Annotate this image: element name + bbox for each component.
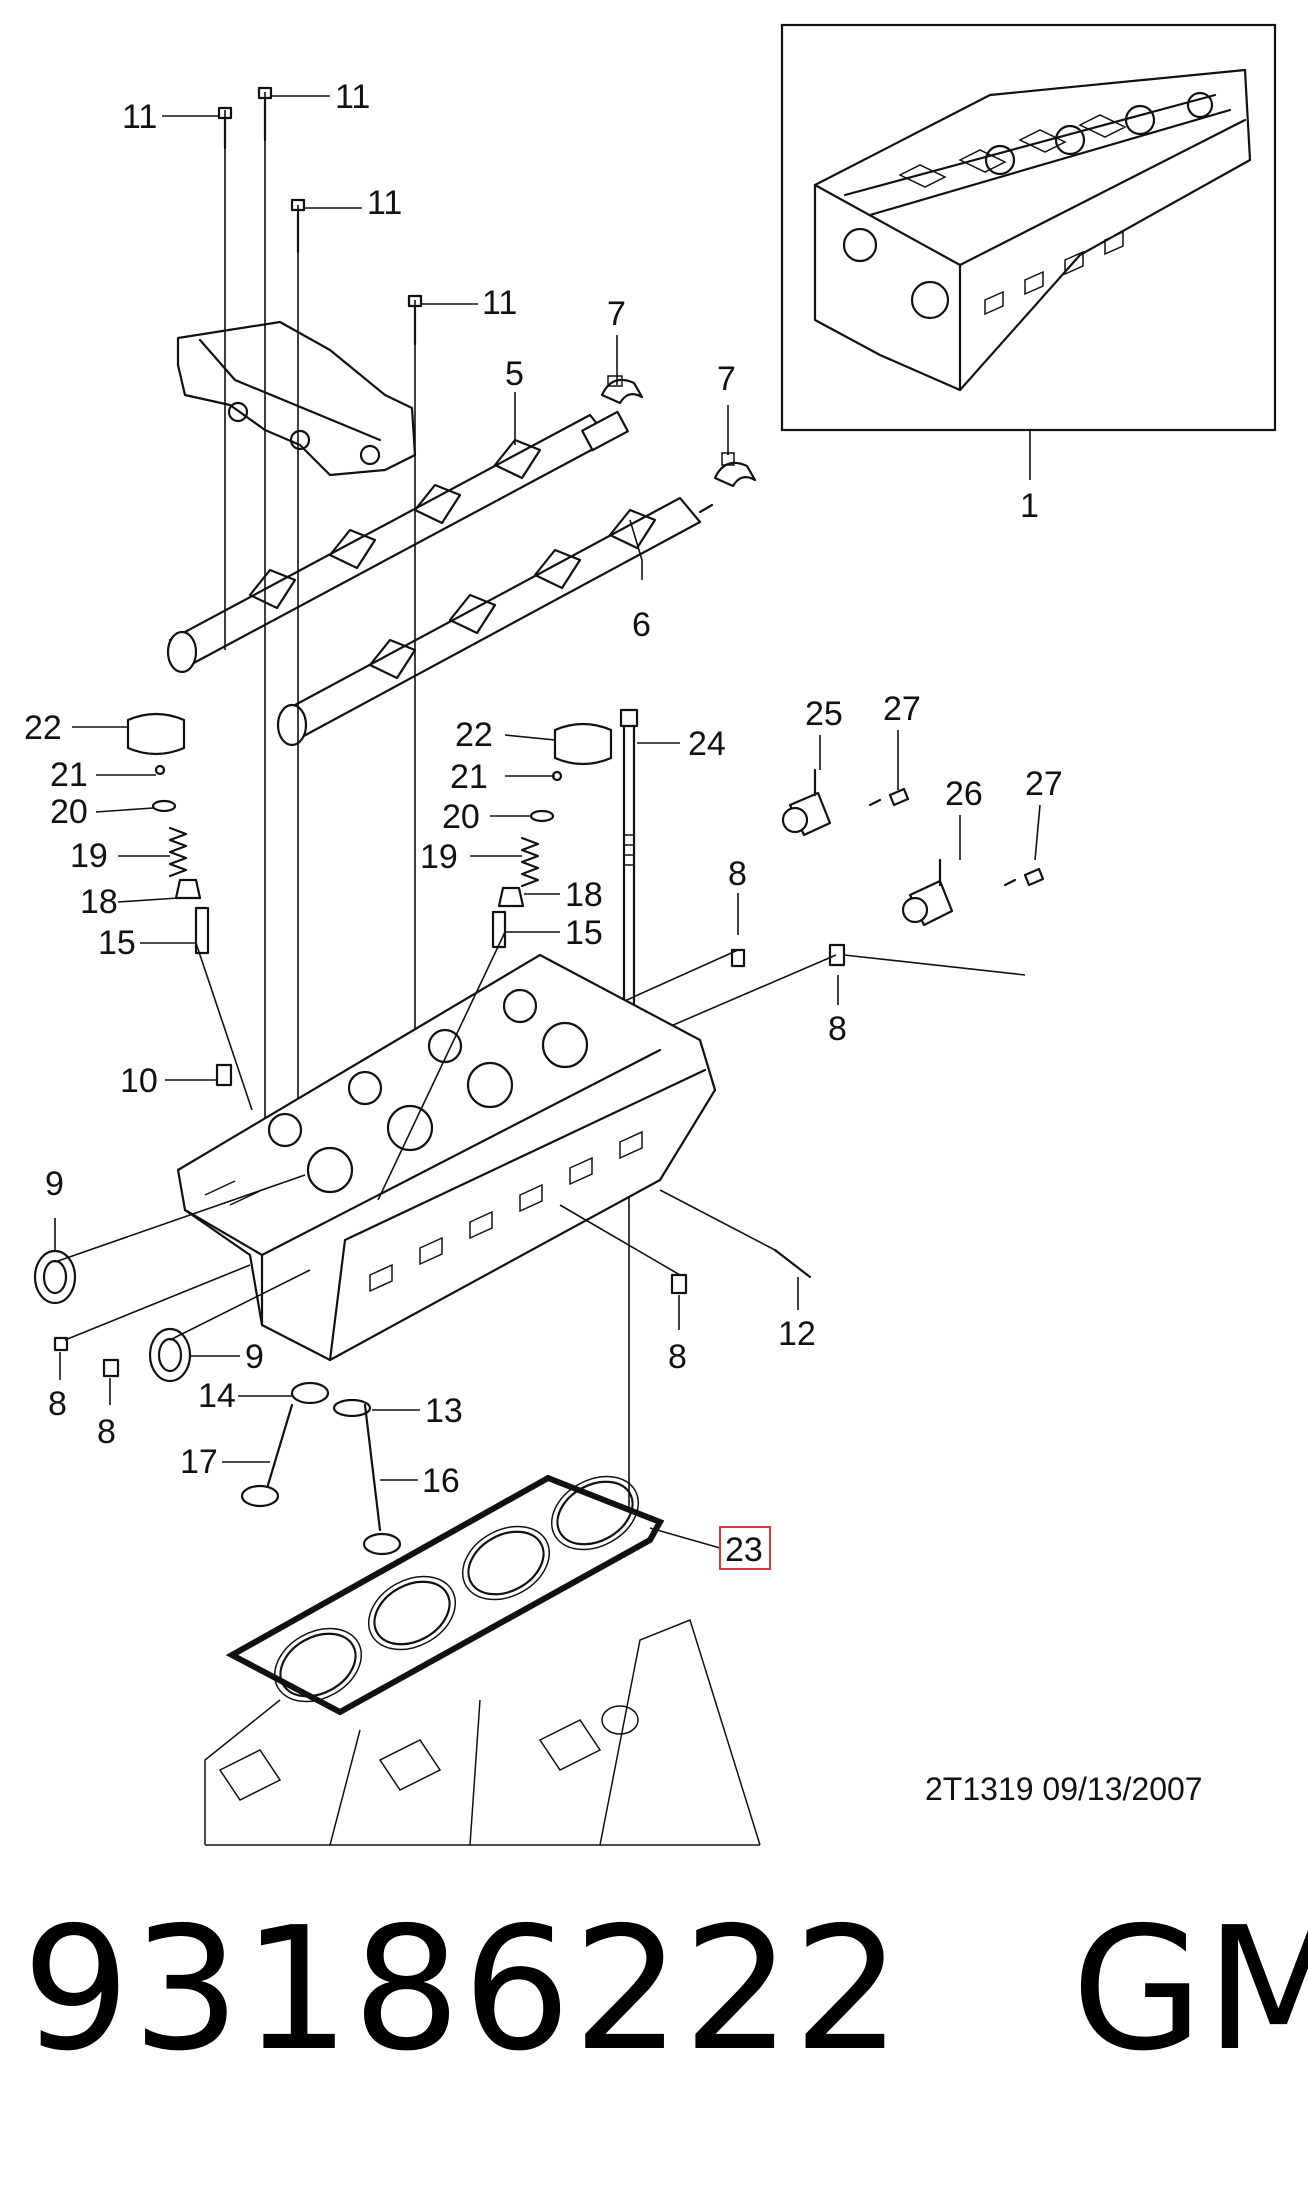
seal-18-center <box>497 886 525 908</box>
bolt-group-11 <box>217 86 423 1205</box>
callout-7a: 7 <box>607 295 626 333</box>
assembly-inset <box>780 23 1277 480</box>
callout-11a: 11 <box>122 98 157 136</box>
dowels-8-left <box>53 1204 688 1378</box>
callout-20-left: 20 <box>50 793 88 831</box>
callout-8e: 8 <box>97 1413 116 1451</box>
part-number-title: 93186222 GM <box>22 1891 1308 2089</box>
exploded-parts-diagram: 11 11 11 11 7 7 5 6 1 22 21 20 19 18 15 … <box>24 23 1277 1846</box>
callout-13: 13 <box>425 1392 463 1430</box>
callout-14: 14 <box>198 1377 236 1415</box>
callout-17: 17 <box>180 1443 218 1481</box>
callout-26: 26 <box>945 775 983 813</box>
guide-15-center <box>491 910 507 949</box>
valve-train-center <box>491 722 613 949</box>
valve-train-left <box>126 712 233 1087</box>
seal-18-left <box>174 878 202 900</box>
valve-seal-14 <box>290 1381 330 1405</box>
retainer-20-left <box>151 799 177 813</box>
head-gasket <box>225 1474 665 1716</box>
callout-6: 6 <box>632 606 651 644</box>
callout-24: 24 <box>688 725 726 763</box>
valve-16 <box>362 1403 402 1556</box>
callout-23: 23 <box>725 1531 763 1569</box>
guide-15-left <box>194 906 210 955</box>
callout-21-center: 21 <box>450 758 488 796</box>
callout-10: 10 <box>120 1062 158 1100</box>
callout-19-left: 19 <box>70 837 108 875</box>
callout-8d: 8 <box>48 1385 67 1423</box>
callout-21-left: 21 <box>50 756 88 794</box>
camshaft-bearing-cap <box>176 320 417 477</box>
intake-camshaft <box>166 410 629 674</box>
valve-17 <box>240 1403 294 1508</box>
tappet-22-center <box>553 722 613 766</box>
spring-19-left <box>168 826 188 878</box>
camshaft-position-sensor-25 <box>781 768 832 837</box>
assembled-head-sketch <box>813 68 1252 392</box>
callout-1: 1 <box>1020 487 1039 525</box>
callout-22-left: 22 <box>24 709 62 747</box>
callout-7b: 7 <box>717 360 736 398</box>
callout-11d: 11 <box>482 284 517 322</box>
leader-lines <box>54 95 1041 1549</box>
callout-labels: 11 11 11 11 7 7 5 6 1 22 21 20 19 18 15 … <box>24 78 1063 1570</box>
cam-bearing-half-7a <box>600 375 644 405</box>
callout-12: 12 <box>778 1315 816 1353</box>
callout-9a: 9 <box>45 1165 64 1203</box>
camshaft-position-sensor-26 <box>901 858 954 927</box>
engine-block-outline <box>204 1619 761 1846</box>
spring-19-center <box>520 836 540 888</box>
cylinder-head <box>176 953 717 1362</box>
keeper-21-left <box>154 764 166 776</box>
callout-18-center: 18 <box>565 876 603 914</box>
camshaft-seals-9 <box>33 1174 311 1383</box>
callout-8c: 8 <box>668 1338 687 1376</box>
callout-27a: 27 <box>883 690 921 728</box>
callout-18-left: 18 <box>80 883 118 921</box>
dowels-8-right <box>559 943 1026 1036</box>
callout-16: 16 <box>422 1462 460 1500</box>
callout-19-center: 19 <box>420 838 458 876</box>
callout-25: 25 <box>805 695 843 733</box>
callout-11c: 11 <box>367 184 402 222</box>
callout-22-center: 22 <box>455 716 493 754</box>
sensor-bolts-27 <box>868 787 1045 887</box>
retainer-20-center <box>529 809 555 823</box>
callout-9b: 9 <box>245 1338 264 1376</box>
callout-15-left: 15 <box>98 924 136 962</box>
callout-5: 5 <box>505 355 524 393</box>
callout-11b: 11 <box>335 78 370 116</box>
tappet-22-left <box>126 712 186 756</box>
highlight-box-23 <box>719 1526 771 1570</box>
callout-27b: 27 <box>1025 765 1063 803</box>
callout-20-center: 20 <box>442 798 480 836</box>
stud-12 <box>659 1189 812 1279</box>
callout-8b: 8 <box>828 1010 847 1048</box>
drawing-stamp: 2T1319 09/13/2007 <box>925 1771 1203 1807</box>
dowel-10 <box>215 1063 233 1087</box>
callout-8a: 8 <box>728 855 747 893</box>
cam-bearing-half-7b <box>713 452 757 488</box>
callout-15-center: 15 <box>565 914 603 952</box>
valve-seal-13 <box>332 1398 372 1418</box>
